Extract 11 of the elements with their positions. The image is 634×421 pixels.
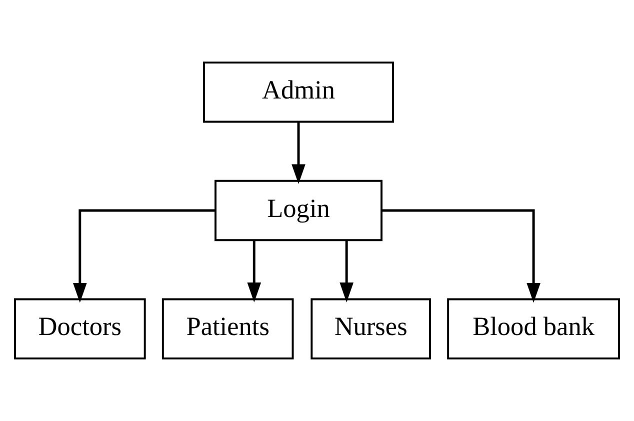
arrow	[247, 240, 262, 302]
node-box: Nurses	[310, 298, 431, 360]
node-box: Blood bank	[447, 298, 620, 360]
node-box: Patients	[162, 298, 294, 360]
arrow	[292, 122, 306, 184]
node-box: Login	[214, 180, 382, 242]
node-box: Admin	[203, 62, 394, 123]
node-box: Doctors	[14, 298, 146, 360]
arrow	[73, 209, 216, 303]
arrow	[382, 209, 540, 303]
arrow	[340, 240, 354, 302]
